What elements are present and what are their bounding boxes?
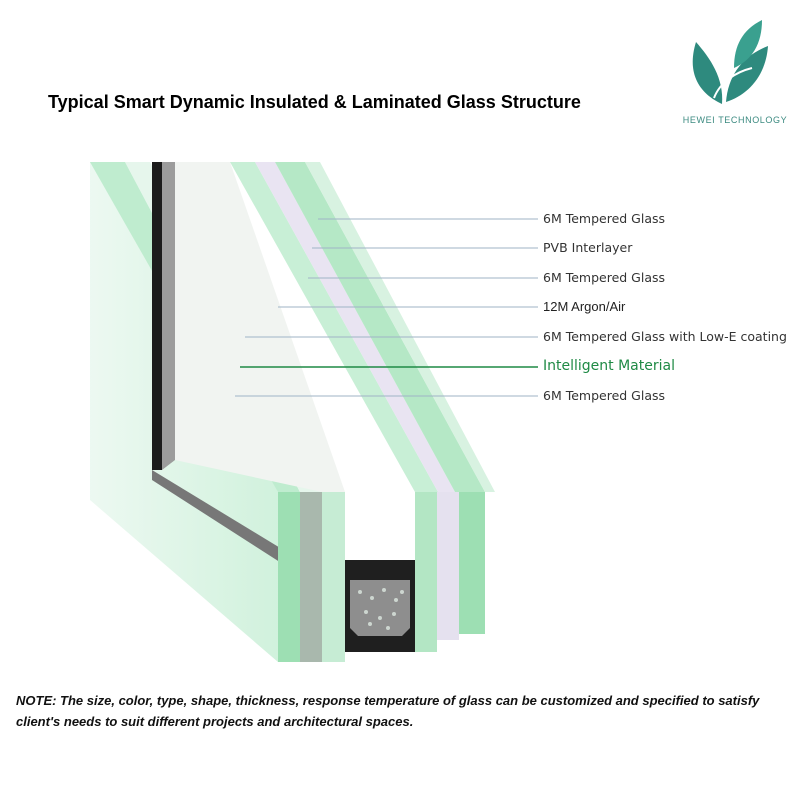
desiccant-dots (358, 588, 404, 630)
pane-front-2 (275, 162, 485, 492)
pane-interlayer (255, 162, 455, 492)
layer-label-2: PVB Interlayer (543, 240, 633, 255)
spacer-top (152, 162, 162, 470)
argon-gap (175, 162, 345, 492)
pane-front-1 (230, 162, 438, 492)
layer-label-5: 6M Tempered Glass with Low-E coating (543, 329, 787, 344)
pane-front-edge (305, 162, 495, 492)
brand-name: HEWEI TECHNOLOGY (682, 115, 788, 125)
glass-structure-diagram (90, 162, 538, 662)
edge-face-5 (437, 492, 459, 640)
layer-label-7: 6M Tempered Glass (543, 388, 666, 403)
edge-face-1 (278, 492, 300, 662)
brand-logo: HEWEI TECHNOLOGY (680, 16, 790, 128)
layer-label-3: 6M Tempered Glass (543, 270, 666, 285)
page-title: Typical Smart Dynamic Insulated & Lamina… (48, 92, 581, 112)
layer-label-4: 12M Argon/Air (543, 299, 626, 314)
layer-label-6: Intelligent Material (543, 358, 675, 374)
customization-note: NOTE: The size, color, type, shape, thic… (16, 693, 760, 729)
layer-label-1: 6M Tempered Glass (543, 211, 666, 226)
edge-face-4 (415, 492, 437, 652)
edge-face-3 (322, 492, 345, 662)
spacer-bottom (152, 470, 300, 575)
edge-face-6 (459, 492, 485, 634)
leader-lines (235, 218, 538, 397)
desiccant-box (350, 580, 410, 636)
edge-face-2 (300, 492, 322, 662)
argon-frame (162, 162, 175, 470)
leaf-logo-icon (692, 20, 768, 104)
